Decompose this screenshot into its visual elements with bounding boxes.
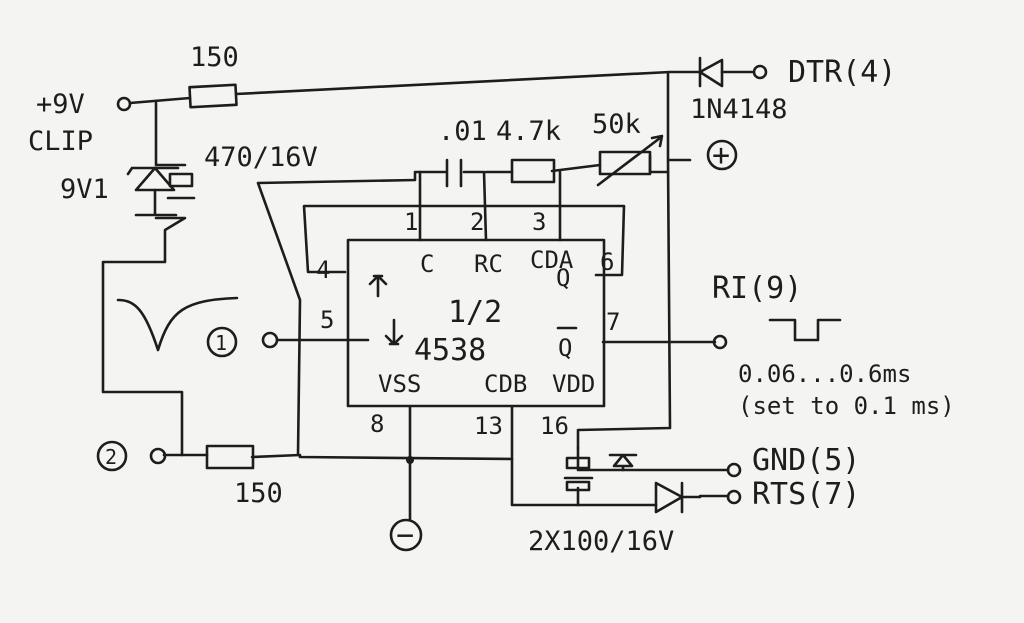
ic-half-label: 1/2 — [448, 295, 502, 330]
terminal-plus — [706, 139, 738, 171]
ic-pinname-vss: VSS — [378, 370, 421, 398]
wire-bottom-150 — [180, 453, 514, 461]
label-timing-1: 0.06...0.6ms — [738, 360, 911, 388]
label-caps: 2X100/16V — [528, 526, 674, 557]
label-pot: 50k — [592, 109, 641, 140]
ic-pinname-qbar: Q — [558, 334, 572, 362]
capacitor-0u01 — [445, 158, 463, 188]
label-input1: 1 — [215, 331, 227, 355]
label-rts: RTS(7) — [752, 477, 860, 512]
terminals — [96, 64, 768, 552]
terminal-ri — [712, 334, 728, 350]
trigger-rise-arrow — [368, 274, 388, 298]
ic-pin-3: 3 — [532, 208, 546, 236]
label-dtr: DTR(4) — [788, 55, 896, 90]
label-ri: RI(9) — [712, 271, 802, 306]
ic-pinname-cda: CDA — [530, 246, 574, 274]
terminal-input2 — [96, 440, 128, 472]
zener-9v1 — [126, 166, 180, 217]
ic-pin-8: 8 — [370, 410, 384, 438]
label-timing-2: (set to 0.1 ms) — [738, 392, 955, 420]
resistor-4k7 — [510, 158, 556, 184]
ic-pin-4: 4 — [316, 256, 330, 284]
label-r-bottom: 150 — [234, 478, 283, 509]
label-zener: 9V1 — [60, 174, 109, 205]
ic-pin-1: 1 — [404, 208, 418, 236]
wire-pin4-loop — [302, 204, 626, 277]
wire-9v-down — [101, 101, 187, 457]
wire-left-loop — [256, 170, 447, 457]
diode-rts — [654, 481, 702, 514]
terminal-input2-pin — [149, 447, 167, 465]
wire-top-rail — [128, 70, 702, 105]
label-r-top: 150 — [190, 42, 239, 73]
label-minus-terminal: − — [396, 518, 414, 553]
ic-pinname-vdd: VDD — [552, 370, 595, 398]
wire-rc-network — [418, 154, 670, 242]
junction-dot — [406, 456, 414, 464]
terminal-9v — [116, 96, 132, 112]
ic-pin-16: 16 — [540, 412, 569, 440]
label-c01: .01 — [438, 116, 487, 147]
pot-arrow — [596, 134, 664, 187]
ic-name-label: 4538 — [414, 333, 486, 368]
ic-pinname-cdb: CDB — [484, 370, 527, 398]
capacitor-470u — [166, 172, 196, 200]
wire-right-rail — [576, 72, 692, 450]
ic-pinname-q: Q — [556, 264, 570, 292]
trigger-fall-arrow — [384, 318, 404, 346]
capacitors-2x100u — [563, 453, 638, 492]
label-clip: CLIP — [28, 126, 93, 157]
label-plus9v: +9V — [36, 89, 85, 120]
ic-pin-5: 5 — [320, 306, 334, 334]
terminal-dtr — [752, 64, 768, 80]
ic-pinname-rc: RC — [474, 250, 503, 278]
label-input2: 2 — [105, 445, 117, 469]
terminal-minus — [389, 518, 423, 552]
label-gnd: GND(5) — [752, 443, 860, 478]
terminal-rts — [726, 489, 742, 505]
label-diode: 1N4148 — [690, 94, 788, 125]
diode-1n4148 — [698, 56, 754, 88]
terminal-input1-pin — [261, 331, 279, 349]
wires — [101, 70, 842, 522]
terminal-gnd — [726, 462, 742, 478]
ic-pin-6: 6 — [600, 248, 614, 276]
waveform-ri — [768, 318, 842, 342]
waveform-pulse — [116, 296, 239, 352]
label-plus-terminal: + — [712, 138, 730, 173]
potentiometer-50k — [598, 150, 652, 176]
label-c470: 470/16V — [204, 142, 318, 173]
wire-pin8-ground — [408, 405, 658, 522]
wire-gnd-rts — [576, 446, 730, 507]
ic-pin-13: 13 — [474, 412, 503, 440]
ic-pin-7: 7 — [606, 308, 620, 336]
resistor-bottom-150 — [205, 444, 255, 470]
label-r47k: 4.7k — [496, 116, 561, 147]
ic-pinname-c: C — [420, 250, 434, 278]
ic-pin-2: 2 — [470, 208, 484, 236]
terminal-input1 — [206, 326, 238, 358]
resistor-top-150 — [188, 83, 238, 109]
ic-4538 — [346, 238, 606, 408]
